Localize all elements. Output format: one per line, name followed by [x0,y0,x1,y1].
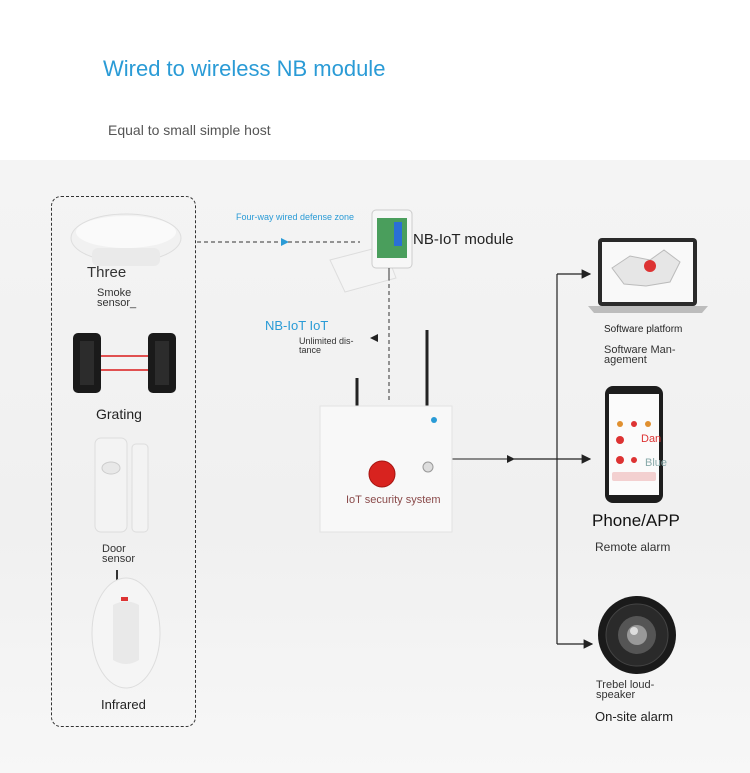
nb-module-label: NB-IoT module [413,231,514,248]
grating-label: Grating [96,406,142,422]
page-subtitle: Equal to small simple host [108,122,271,138]
remote-alarm-label: Remote alarm [595,540,671,554]
speaker-label: Trebel loud-speaker [596,679,655,701]
software-mgmt-label: Software Man-agement [604,344,676,366]
sensor-group-box [51,196,196,727]
phone-app-label: Phone/APP [592,511,680,530]
phone-blue-text: Blue [645,457,668,469]
phone-danger-text: Dan [641,433,662,445]
smoke-sensor-label: Smoke sensor_ [97,287,137,309]
page-title: Wired to wireless NB module [103,56,386,81]
nb-iot-label: NB-IoT IoT [265,318,329,333]
software-platform-label: Software platform [604,324,683,335]
distance-label: Unlimited dis-tance [299,336,354,355]
door-sensor-label: Door sensor [102,543,136,565]
smoke-top-label: Three [87,264,127,281]
onsite-alarm-label: On-site alarm [595,709,674,724]
infrared-label: Infrared [101,697,146,712]
host-label: IoT security system [346,494,441,506]
wired-zone-label: Four-way wired defense zone [236,212,355,222]
